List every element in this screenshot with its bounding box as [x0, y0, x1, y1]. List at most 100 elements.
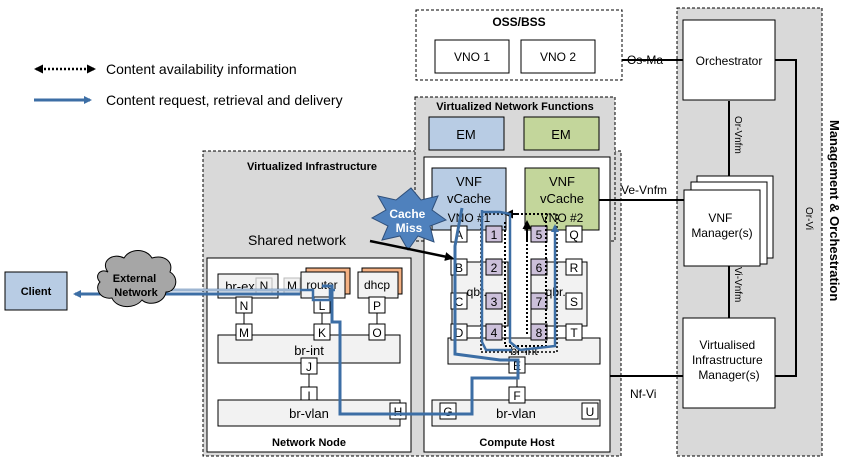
nn-br-vlan-label: br-vlan [289, 406, 329, 421]
vcache2-vnf: VNF [549, 174, 575, 189]
port-O-label: O [372, 326, 381, 340]
vnf-manager-box [683, 189, 761, 267]
port-1 [485, 225, 503, 243]
vnf-area-title: Virtualized Network Functions [436, 101, 594, 113]
port-F [508, 386, 526, 404]
em2-box [523, 116, 600, 151]
port-S-label: S [570, 295, 578, 309]
vcache1-box [431, 167, 507, 231]
os-ma-label: Os-Ma [627, 53, 663, 67]
legend: Content availability information Content… [34, 61, 343, 108]
shared-network-arrow [369, 239, 454, 261]
vcache2-vcache: vCache [540, 191, 584, 206]
ch-br-vlan-label: br-vlan [496, 406, 536, 421]
cache-miss-line2: Miss [396, 221, 423, 235]
vnf-manager-label-line1: VNF [708, 211, 732, 225]
port-3-label: 3 [491, 295, 498, 309]
compute-host: Compute Host VNF vCache VNO #1 VNF vCach… [423, 156, 611, 453]
port-4 [485, 323, 503, 341]
orchestrator-box [682, 19, 776, 101]
mano-group: Management & Orchestration Or-Vi Or-Vnfm… [676, 7, 841, 457]
or-vi-line [774, 59, 797, 377]
port-N-label: N [240, 299, 249, 313]
port-J-label: J [306, 360, 312, 374]
port-K [313, 323, 331, 341]
or-vi-label: Or-Vi [803, 207, 814, 230]
port-Q-label: Q [569, 228, 578, 242]
port-2-label: 2 [491, 261, 498, 275]
port-U [581, 402, 599, 420]
port-D-label: D [455, 326, 464, 340]
port-7-label: 7 [536, 295, 543, 309]
nf-vi-label: Nf-Vi [630, 387, 656, 401]
port-L-label: L [319, 299, 326, 313]
em2-label: EM [551, 127, 571, 142]
port-T-label: T [570, 326, 578, 340]
port-M-label: M [239, 326, 249, 340]
vi-vnfm-label: Vi-Vnfm [732, 267, 743, 302]
port-M [235, 323, 253, 341]
br-ex-label: br-ex [225, 279, 255, 294]
port-U-label: U [586, 405, 595, 419]
port-n-small-label: N [260, 279, 269, 293]
network-node-title: Network Node [272, 437, 346, 449]
port-8-label: 8 [536, 326, 543, 340]
port-P [368, 296, 386, 314]
port-B-label: B [455, 261, 463, 275]
port-N [235, 296, 253, 314]
em1-label: EM [456, 127, 476, 142]
vim-box [682, 317, 776, 409]
content-flow-path-main [322, 207, 520, 416]
external-network-label-line1: External [113, 273, 156, 285]
port-5-label: 5 [536, 228, 543, 242]
dhcp-label: dhcp [364, 278, 390, 292]
dhcp-box [357, 271, 399, 299]
content-flow-path-vno1-loop [480, 210, 512, 352]
vim-label-line1: Virtualised [699, 338, 755, 352]
vim-label: Virtualised Infrastructure Manager(s) [692, 338, 766, 382]
port-C-label: C [455, 295, 464, 309]
port-S [565, 292, 583, 310]
port-H-label: H [394, 405, 403, 419]
client-box [4, 271, 68, 311]
client-label: Client [21, 286, 52, 298]
port-6-label: 6 [536, 261, 543, 275]
vcache2-box [524, 167, 600, 231]
port-O [368, 323, 386, 341]
port-G-label: G [443, 405, 452, 419]
legend-request-label: Content request, retrieval and delivery [106, 92, 343, 108]
ve-vnfm-label: Ve-Vnfm [621, 183, 667, 197]
vno1-box [434, 39, 510, 74]
cache-miss-line1: Cache [389, 207, 425, 221]
port-I-label: I [307, 389, 310, 403]
oss-bss-group: OSS/BSS VNO 1 VNO 2 [415, 9, 623, 81]
vcache1-vcache: vCache [447, 191, 491, 206]
legend-availability-label: Content availability information [106, 61, 297, 77]
port-P-label: P [373, 299, 381, 313]
cache-miss-label: Cache Miss [389, 207, 428, 235]
compute-host-title: Compute Host [479, 437, 555, 449]
availability-dotted-loop-outer [480, 213, 558, 353]
port-T [565, 323, 583, 341]
port-J [300, 357, 318, 375]
cache-miss-badge: Cache Miss [370, 187, 448, 251]
em1-box [428, 116, 505, 151]
shared-network-label: Shared network [248, 232, 347, 248]
or-vnfm-label: Or-Vnfm [732, 116, 743, 154]
port-K-label: K [318, 326, 326, 340]
external-network-label: External Network [113, 273, 159, 299]
vno1-label: VNO 1 [454, 50, 490, 64]
vno2-label: VNO 2 [540, 50, 576, 64]
external-network-label-line2: Network [114, 287, 158, 299]
port-R [565, 258, 583, 276]
vcache2-vno: VNO #2 [541, 211, 584, 225]
mano-title: Management & Orchestration [827, 120, 841, 301]
port-8 [530, 323, 548, 341]
port-2 [485, 258, 503, 276]
vno2-box [520, 39, 596, 74]
vim-label-line3: Manager(s) [698, 368, 759, 382]
oss-bss-title: OSS/BSS [492, 15, 545, 29]
content-flow-path-to-vno1 [482, 210, 559, 352]
port-F-label: F [513, 389, 520, 403]
